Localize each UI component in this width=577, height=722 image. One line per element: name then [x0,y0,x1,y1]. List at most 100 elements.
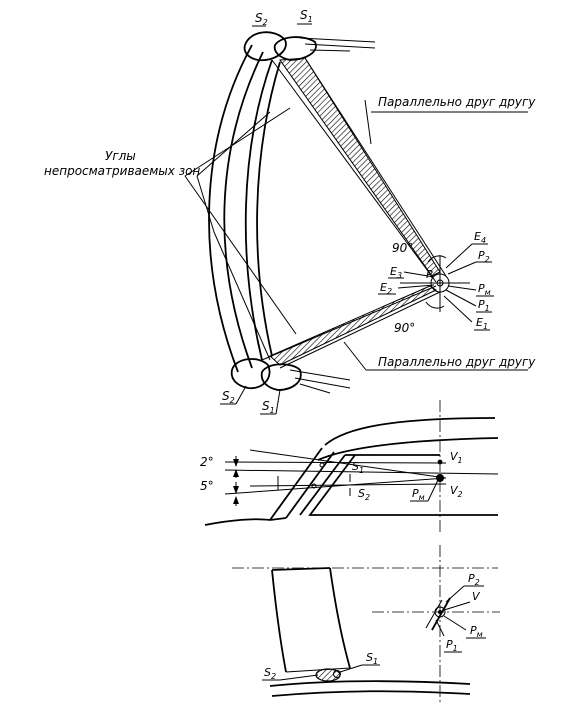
leader-p2 [447,261,477,275]
leader-e2 [397,284,435,289]
label-90-bottom: 90° [394,321,415,335]
front-view-labels: S2 S1 Параллельно друг другу Параллельно… [44,8,536,415]
upper-blind-zone [279,57,441,277]
label-blind-zone-1: Углы [105,149,136,163]
label-v2: V2 [450,484,463,499]
label-angle-5: 5° [200,479,214,493]
label-parallel-bottom: Параллельно друг другу [378,355,536,369]
label-e1: E1 [476,316,488,331]
side-view [204,400,499,535]
top-pillar-head-2 [273,36,317,61]
plan-sill-1 [269,680,471,687]
label-plan-s2: S2 [264,666,276,681]
plan-view-labels: P2 V Pм P1 S2 S1 [262,572,486,681]
plan-pillar-right [329,567,351,669]
parallel-top-leader-1 [364,99,372,145]
a-pillar-inner-arc-2 [256,61,281,357]
side-sight-lower [249,483,447,487]
roof-line-1 [299,37,376,43]
leader-pm [447,285,477,291]
label-plan-s1: S1 [366,651,378,666]
side-windshield-outer [269,447,323,521]
angle-90-top-arc [427,255,447,263]
plan-eye-diag-2 [425,599,443,629]
side-point-2 [311,483,317,489]
plan-cross-top [271,567,331,571]
label-plan-v: V [472,590,481,603]
side-sight-horiz [224,469,499,475]
side-view-labels: 2° 5° S1 S2 V1 V2 Pм [200,450,463,502]
leader-e3 [403,271,435,278]
parallel-bottom-leader-1 [343,341,367,371]
label-plan-p1: P1 [446,638,458,653]
plan-eye-diag-1 [431,597,451,631]
plan-leader-p2 [445,585,465,603]
upper-sight-line-1 [271,59,437,283]
angle-90-bottom-arc [425,301,445,309]
side-hood [204,518,271,526]
side-roof-lower [317,437,499,461]
bottom-pillar-head-2 [260,363,302,391]
plan-view [232,545,500,705]
label-parallel-top: Параллельно друг другу [378,95,536,109]
label-e2: E2 [380,281,392,296]
label-pm-top: Pм [478,282,491,297]
label-p1-top: P1 [478,298,490,313]
sill-line-3 [299,383,331,394]
label-90-top: 90° [392,241,413,255]
sill-line-2 [294,377,351,389]
side-point-1 [319,462,325,468]
a-pillar-middle-arc [223,51,264,369]
blind-zone-leader-2 [184,175,297,335]
label-angle-2: 2° [200,455,214,469]
lower-sight-line-2 [279,291,441,369]
plan-pillar-left [271,569,287,673]
plan-sill-3 [285,667,351,673]
plan-pillar-bolt [333,670,341,678]
label-plan-p2: P2 [468,572,480,587]
side-sight-down [249,449,447,479]
blind-zone-leader-3 [196,175,215,233]
label-p2: P2 [478,249,490,264]
leader-p1 [445,289,477,307]
a-pillar-outer-arc [208,44,253,373]
label-s2-bottom: S2 [222,389,235,405]
label-plan-pm: Pм [470,624,483,639]
lower-blind-zone [269,285,438,366]
label-side-s1: S1 [352,460,364,475]
label-r: R [426,268,434,281]
upper-sight-line-2 [304,57,447,277]
blind-zone-leader-4 [213,231,271,361]
a-pillar-inner-arc-1 [244,59,273,361]
plan-leader-p1 [435,619,445,637]
plan-sill-2 [271,690,471,697]
roof-line-3 [309,49,351,52]
label-e4: E4 [474,230,486,245]
blind-zone-leader-1 [184,107,291,177]
plan-leader-pm [443,615,467,631]
label-side-pm: Pм [412,487,425,502]
side-roof [324,417,496,446]
label-s1-bottom: S1 [262,399,275,415]
label-v1: V1 [450,450,463,465]
side-sight-5deg [224,477,447,495]
side-windshield-bottom [269,517,287,521]
roof-line-2 [304,43,376,49]
lower-sight-line-1 [261,285,437,361]
sill-line-1 [289,369,351,381]
leader-e4 [445,243,473,269]
leader-e1 [443,295,473,323]
label-s1-top: S1 [300,8,313,24]
top-pillar-head [243,31,287,62]
label-e3: E3 [390,265,402,280]
bottom-pillar-head [230,358,271,390]
label-s2-top: S2 [255,11,268,27]
side-window-frame [308,454,440,516]
v1-point [437,459,443,465]
label-blind-zone-2: непросматриваемых зон [44,164,200,178]
front-view [184,31,528,394]
plan-leader-v [443,601,471,611]
eye-point-arc [430,273,450,293]
blind-zone-leader-5 [196,111,271,177]
